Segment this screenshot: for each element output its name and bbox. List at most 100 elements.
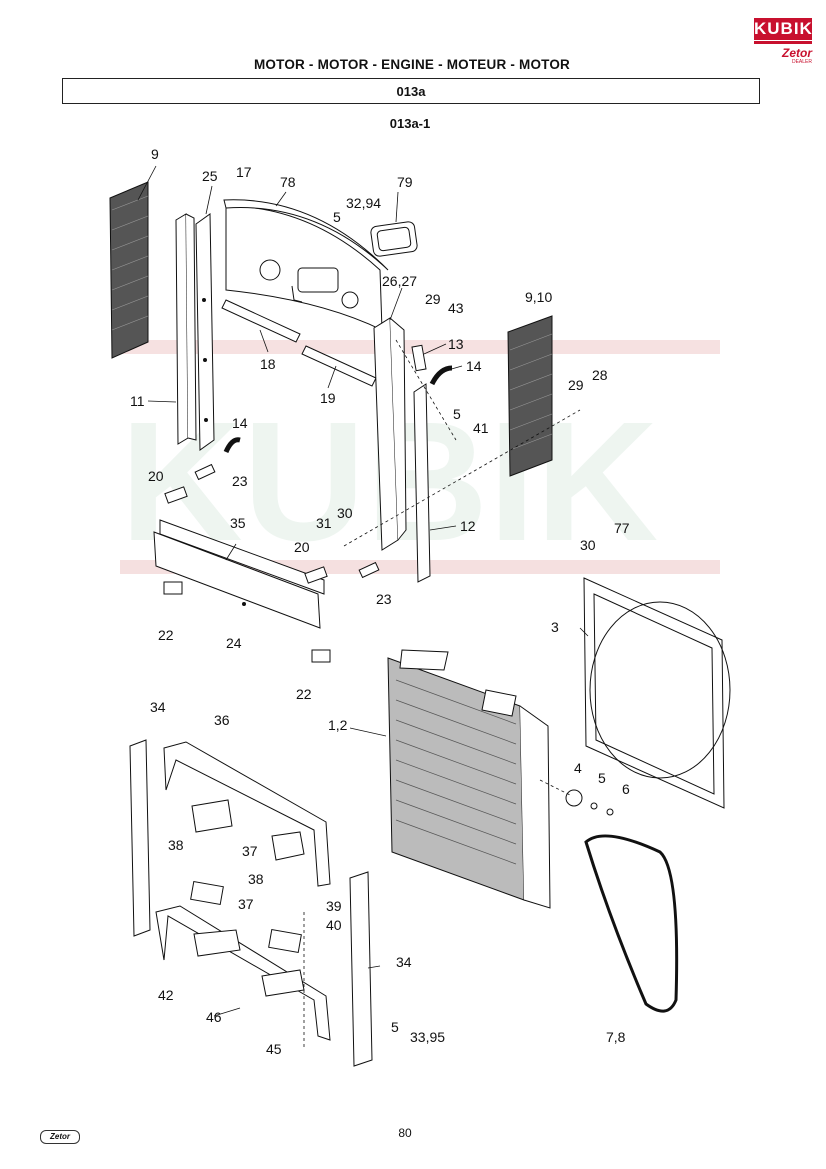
pad-20-right bbox=[304, 566, 328, 584]
side-strip-11 bbox=[175, 213, 197, 445]
callout-20-left: 20 bbox=[148, 468, 164, 484]
mesh-screen-9-10 bbox=[507, 315, 553, 477]
page-number: 80 bbox=[398, 1126, 412, 1140]
kubik-zetor-logo: KUBIK Zetor DEALER bbox=[752, 14, 814, 65]
callout-37-a: 37 bbox=[242, 843, 258, 859]
dealer-name: Zetor bbox=[782, 46, 812, 60]
callout-34-left: 34 bbox=[150, 699, 166, 715]
callout-38-a: 38 bbox=[168, 837, 184, 853]
callout-79: 79 bbox=[397, 174, 413, 190]
callout-19: 19 bbox=[320, 390, 336, 406]
footer-zetor-logo: Zetor bbox=[40, 1130, 80, 1144]
callout-36: 36 bbox=[214, 712, 230, 728]
callout-24: 24 bbox=[226, 635, 242, 651]
pad-20-left bbox=[164, 486, 188, 504]
callout-40: 40 bbox=[326, 917, 342, 933]
callout-18: 18 bbox=[260, 356, 276, 372]
callout-46: 46 bbox=[206, 1009, 222, 1025]
callout-31: 31 bbox=[316, 515, 332, 531]
fan-shroud-3 bbox=[583, 577, 731, 809]
support-frame-36 bbox=[163, 741, 331, 887]
callout-22-left: 22 bbox=[158, 627, 174, 643]
callout-29-top: 29 bbox=[425, 291, 441, 307]
callout-22-center: 22 bbox=[296, 686, 312, 702]
callout-11: 11 bbox=[130, 393, 145, 409]
lower-frame-46 bbox=[155, 905, 331, 1041]
mesh-screen-9 bbox=[109, 181, 149, 359]
callout-25: 25 bbox=[202, 168, 218, 184]
callout-1-2: 1,2 bbox=[328, 717, 348, 733]
callout-30-mid: 30 bbox=[337, 505, 353, 521]
radiator-1-2 bbox=[387, 649, 551, 909]
callout-9-10: 9,10 bbox=[525, 289, 552, 305]
callout-labels: 9 25 17 78 79 5 32,94 26,27 29 43 9,10 1… bbox=[130, 146, 630, 1057]
callout-29-right: 29 bbox=[568, 377, 584, 393]
callout-34-right: 34 bbox=[396, 954, 412, 970]
strip-18 bbox=[221, 299, 301, 343]
callout-20-right: 20 bbox=[294, 539, 310, 555]
side-strip-12 bbox=[413, 383, 431, 583]
callout-26-27: 26,27 bbox=[382, 273, 417, 289]
callout-33-95: 33,95 bbox=[410, 1029, 445, 1045]
callout-7-8: 7,8 bbox=[606, 1029, 626, 1045]
callout-39: 39 bbox=[326, 898, 342, 914]
section-code: 013a bbox=[396, 84, 426, 99]
pad-38-b bbox=[268, 928, 302, 954]
callout-14-left: 14 bbox=[232, 415, 248, 431]
side-panel-26-27 bbox=[373, 317, 407, 551]
section-box: 013a bbox=[62, 78, 760, 104]
bracket-34-left bbox=[129, 739, 151, 937]
callout-35: 35 bbox=[230, 515, 246, 531]
dashed-assembly-lines bbox=[303, 339, 581, 1050]
side-panel-25 bbox=[195, 213, 215, 451]
callout-32-94: 32,94 bbox=[346, 195, 381, 211]
callout-14-right: 14 bbox=[466, 358, 482, 374]
callout-leaders bbox=[137, 165, 589, 1017]
callout-5-mid: 5 bbox=[453, 406, 461, 422]
sub-section-code: 013a-1 bbox=[389, 116, 431, 131]
callout-5-radiator: 5 bbox=[598, 770, 606, 786]
callout-42: 42 bbox=[158, 987, 174, 1003]
belt-7-8 bbox=[584, 834, 679, 1013]
callout-77: 77 bbox=[614, 520, 630, 536]
callout-28: 28 bbox=[592, 367, 608, 383]
bracket-34-right bbox=[349, 871, 373, 1067]
seal-79 bbox=[370, 221, 418, 257]
brand-underline bbox=[754, 41, 812, 44]
trim-strip-78 bbox=[223, 199, 389, 271]
callout-78: 78 bbox=[280, 174, 296, 190]
callout-5-bottom: 5 bbox=[391, 1019, 399, 1035]
callout-23-center: 23 bbox=[376, 591, 392, 607]
pad-23-left bbox=[194, 463, 216, 481]
callout-9: 9 bbox=[151, 146, 159, 162]
callout-17: 17 bbox=[236, 164, 252, 180]
hose-14-right bbox=[429, 365, 453, 386]
pad-38-a bbox=[190, 880, 224, 906]
strip-19 bbox=[301, 345, 377, 387]
bushing-4 bbox=[565, 789, 614, 816]
callout-6: 6 bbox=[622, 781, 630, 797]
callout-38-b: 38 bbox=[248, 871, 264, 887]
pad-23-center bbox=[358, 561, 380, 579]
callout-30-right: 30 bbox=[580, 537, 596, 553]
callout-12: 12 bbox=[460, 518, 476, 534]
callout-4: 4 bbox=[574, 760, 582, 776]
callout-43: 43 bbox=[448, 300, 464, 316]
dealer-subtitle: DEALER bbox=[791, 59, 812, 65]
callout-23-left: 23 bbox=[232, 473, 248, 489]
callout-37-b: 37 bbox=[238, 896, 254, 912]
callout-3: 3 bbox=[551, 619, 559, 635]
page-title: MOTOR - MOTOR - ENGINE - MOTEUR - MOTOR bbox=[253, 57, 571, 72]
exploded-parts-diagram: KUBIK bbox=[109, 146, 731, 1067]
pad-22-center bbox=[311, 649, 331, 663]
top-panel-17 bbox=[225, 205, 383, 331]
callout-45: 45 bbox=[266, 1041, 282, 1057]
brand-name: KUBIK bbox=[754, 18, 813, 40]
callout-5-top: 5 bbox=[333, 209, 341, 225]
hose-14-left bbox=[223, 437, 241, 454]
callout-41: 41 bbox=[473, 420, 489, 436]
rubber-13 bbox=[411, 344, 427, 372]
pad-22-left bbox=[163, 581, 183, 595]
base-beam-35 bbox=[153, 519, 325, 629]
